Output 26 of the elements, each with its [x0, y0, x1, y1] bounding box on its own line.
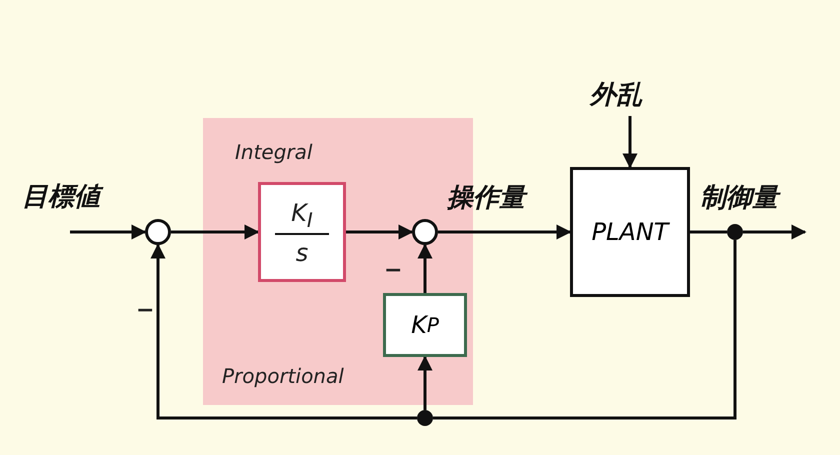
arrow: [70, 224, 146, 240]
arrow: [150, 244, 417, 420]
arrow: [418, 356, 432, 410]
branch-point: [417, 410, 433, 426]
branch-point: [727, 224, 743, 240]
connector-line: [433, 240, 736, 420]
integral-block: [258, 182, 346, 282]
block-caption: Integral: [235, 140, 312, 164]
plant-block: PLANT: [570, 167, 690, 297]
input-label: 目標値: [22, 182, 118, 232]
controller-region: [203, 118, 473, 405]
sign-label: −: [384, 258, 402, 283]
laplace-variable: s: [294, 239, 310, 267]
summing-junction: [145, 219, 171, 245]
connector-line: [690, 230, 727, 234]
arrow: [418, 244, 432, 293]
arrow: [346, 224, 414, 240]
summing-junction: [412, 219, 438, 245]
block-caption: Proportional: [222, 364, 344, 388]
arrow: [743, 224, 806, 240]
arrow: [171, 224, 260, 240]
gain-symbol: K$_{I}$: [290, 199, 314, 232]
arrow: [438, 224, 572, 240]
sign-label: −: [136, 298, 154, 323]
arrow: [622, 116, 638, 168]
disturbance-label: 外乱: [590, 80, 670, 116]
